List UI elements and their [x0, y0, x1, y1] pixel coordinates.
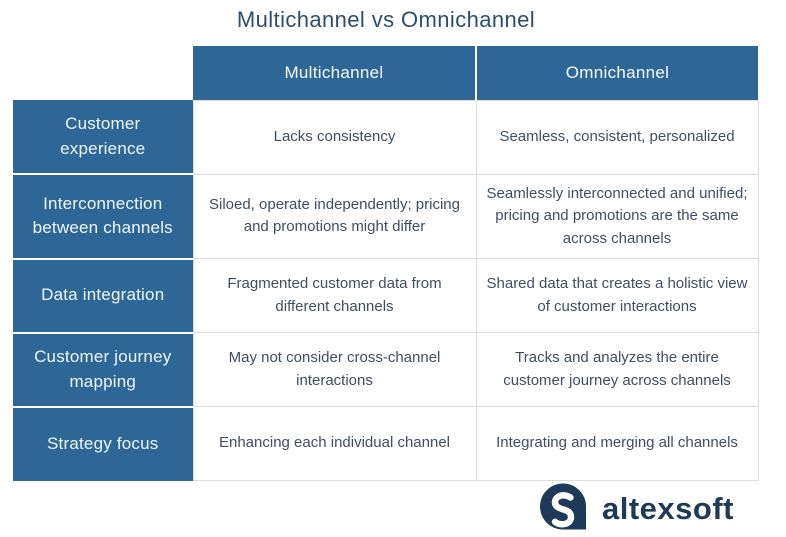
table-row: Customer experience Lacks consistency Se…: [13, 99, 759, 175]
multichannel-cell: Enhancing each individual channel: [192, 406, 477, 481]
omnichannel-cell: Tracks and analyzes the entire customer …: [475, 332, 759, 407]
multichannel-cell: Fragmented customer data from different …: [192, 258, 477, 333]
table-row: Interconnection between channels Siloed,…: [13, 173, 759, 259]
multichannel-cell: Siloed, operate independently; pricing a…: [192, 173, 477, 259]
multichannel-cell: May not consider cross-channel interacti…: [192, 332, 477, 407]
multichannel-cell: Lacks consistency: [192, 99, 477, 175]
column-header-omnichannel: Omnichannel: [475, 46, 758, 100]
page-title: Multichannel vs Omnichannel: [236, 7, 536, 32]
header-row: Multichannel Omnichannel: [13, 46, 758, 100]
table-row: Strategy focus Enhancing each individual…: [13, 405, 759, 481]
row-header: Customer journey mapping: [13, 331, 193, 407]
omnichannel-cell: Seamless, consistent, personalized: [475, 99, 759, 175]
comparison-table: Multichannel Omnichannel Customer experi…: [13, 46, 759, 481]
corner-cell: [13, 46, 193, 100]
table-row: Customer journey mapping May not conside…: [13, 331, 759, 407]
row-header: Strategy focus: [13, 405, 193, 481]
omnichannel-cell: Shared data that creates a holistic view…: [475, 258, 759, 333]
omnichannel-cell: Integrating and merging all channels: [475, 406, 759, 481]
omnichannel-cell: Seamlessly interconnected and unified; p…: [475, 173, 759, 259]
column-header-multichannel: Multichannel: [193, 46, 476, 100]
row-header: Interconnection between channels: [13, 173, 193, 259]
table-row: Data integration Fragmented customer dat…: [13, 257, 759, 333]
logo-wordmark: altexsoft: [602, 491, 734, 526]
altexsoft-bubble-icon: [540, 483, 586, 530]
altexsoft-logo: altexsoft: [540, 483, 734, 530]
row-header: Customer experience: [13, 100, 193, 174]
row-header: Data integration: [13, 257, 193, 333]
